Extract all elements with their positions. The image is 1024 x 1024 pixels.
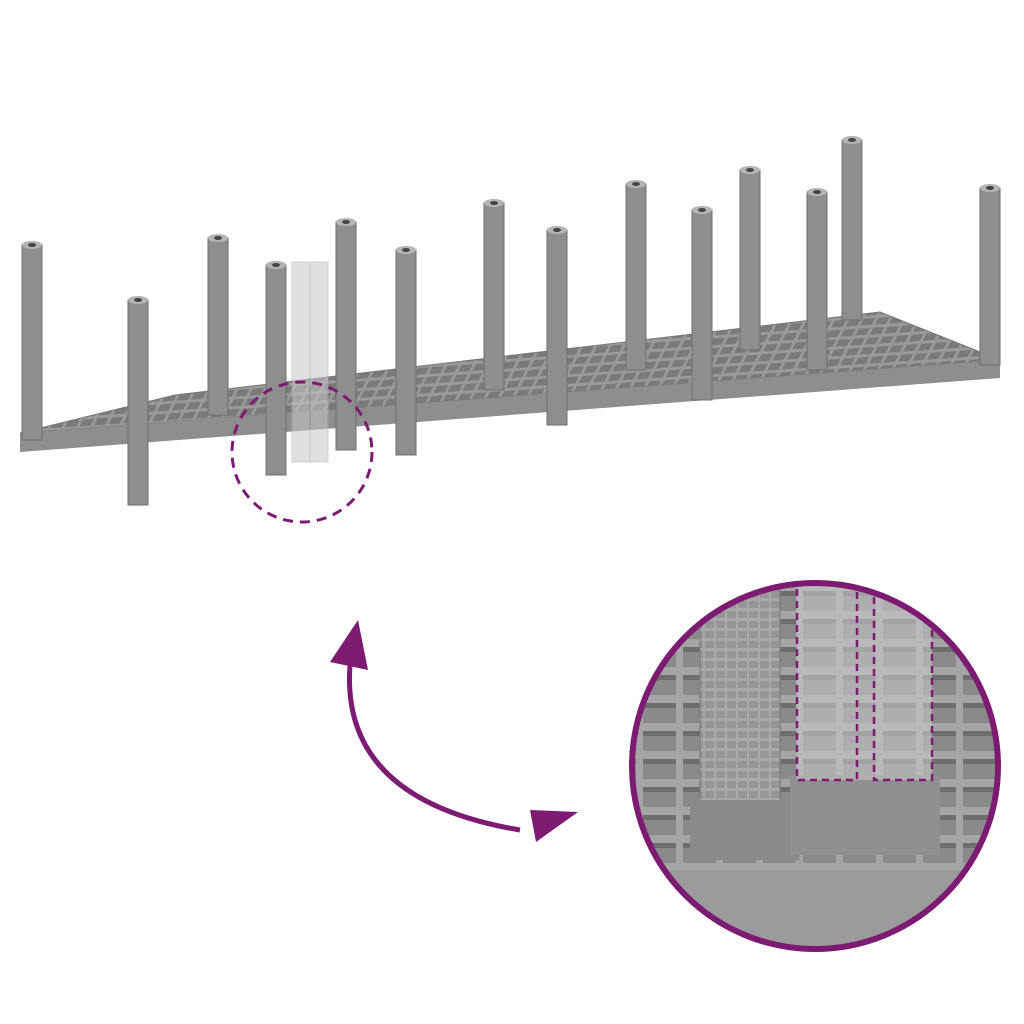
post (207, 234, 229, 416)
post (395, 246, 417, 456)
zoom-circle-border (629, 580, 1001, 952)
post (625, 180, 647, 371)
post (21, 241, 43, 441)
tray-front-edge (20, 360, 1000, 452)
highlight-circle (230, 380, 374, 524)
post (806, 188, 828, 371)
double-arrow-icon (330, 620, 578, 842)
ghost-post (291, 261, 329, 463)
post (979, 184, 1001, 366)
tray (19, 311, 1001, 452)
zoom-detail (629, 580, 1001, 952)
post (841, 136, 863, 321)
post (127, 296, 149, 506)
posts (21, 136, 1001, 506)
post (546, 226, 568, 426)
post (691, 206, 713, 401)
post (335, 218, 357, 451)
post (265, 261, 287, 476)
post (739, 166, 761, 351)
post (483, 199, 505, 391)
